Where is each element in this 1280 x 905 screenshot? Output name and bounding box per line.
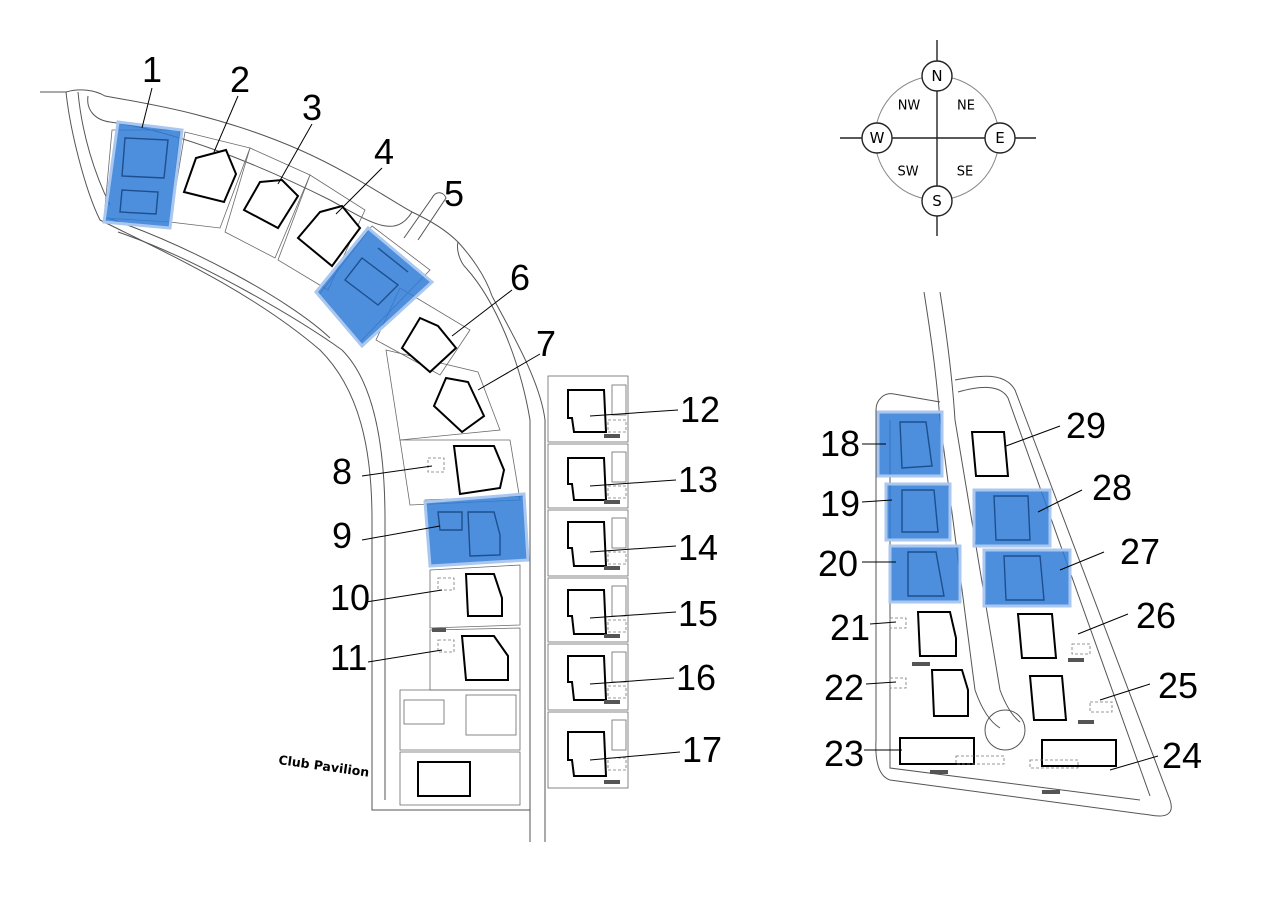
house-7[interactable] bbox=[432, 376, 486, 434]
lot-number-28: 28 bbox=[1092, 467, 1132, 508]
lot-number-21: 21 bbox=[830, 607, 870, 648]
house-23[interactable] bbox=[899, 737, 975, 765]
compass-n-label: N bbox=[931, 67, 942, 85]
club-pavilion-label: Club Pavilion bbox=[278, 752, 371, 780]
lot-number-22: 22 bbox=[824, 667, 864, 708]
compass-se-label: SE bbox=[957, 165, 973, 180]
lot-27-highlight[interactable] bbox=[982, 548, 1072, 608]
lot-number-10: 10 bbox=[330, 577, 370, 618]
lot-number-20: 20 bbox=[818, 543, 858, 584]
house-2[interactable] bbox=[182, 148, 238, 204]
house-15[interactable] bbox=[567, 589, 608, 635]
buildings bbox=[182, 148, 1117, 797]
house-4[interactable] bbox=[296, 204, 362, 268]
lot-number-24: 24 bbox=[1162, 735, 1202, 776]
lot-number-18: 18 bbox=[820, 423, 860, 464]
house-24[interactable] bbox=[1041, 739, 1117, 767]
compass-e-label: E bbox=[995, 129, 1004, 147]
lot-number-26: 26 bbox=[1136, 595, 1176, 636]
lot-number-8: 8 bbox=[332, 451, 352, 492]
plot-outlines-row bbox=[547, 375, 629, 789]
house-29[interactable] bbox=[970, 431, 1010, 477]
lot-number-7: 7 bbox=[536, 323, 556, 364]
house-6[interactable] bbox=[400, 316, 458, 374]
compass-west bbox=[861, 122, 893, 154]
compass-ne-label: NE bbox=[957, 99, 975, 114]
compass-north bbox=[921, 60, 953, 92]
lot-number-6: 6 bbox=[510, 257, 530, 298]
house-21[interactable] bbox=[916, 611, 957, 657]
house-22[interactable] bbox=[930, 669, 969, 717]
compass-s-label: S bbox=[932, 192, 942, 210]
house-10[interactable] bbox=[464, 573, 503, 617]
lot-number-25: 25 bbox=[1158, 665, 1198, 706]
house-12[interactable] bbox=[567, 389, 608, 433]
lot-19-highlight[interactable] bbox=[884, 482, 952, 542]
lot-number-3: 3 bbox=[302, 87, 322, 128]
lot-number-5: 5 bbox=[444, 173, 464, 214]
compass-east bbox=[984, 122, 1016, 154]
lot-number-12: 12 bbox=[680, 389, 720, 430]
site-details bbox=[427, 419, 1113, 794]
lot-20-highlight[interactable] bbox=[888, 544, 962, 604]
lot-number-9: 9 bbox=[332, 515, 352, 556]
lot-number-4: 4 bbox=[374, 131, 394, 172]
lot-number-29: 29 bbox=[1066, 405, 1106, 446]
lot-number-13: 13 bbox=[678, 459, 718, 500]
lot-28-highlight[interactable] bbox=[972, 488, 1052, 548]
lot-number-19: 19 bbox=[820, 483, 860, 524]
lot-number-2: 2 bbox=[230, 59, 250, 100]
house-11[interactable] bbox=[460, 635, 509, 681]
house-26[interactable] bbox=[1016, 613, 1058, 659]
compass-w-label: W bbox=[870, 129, 885, 147]
house-14[interactable] bbox=[567, 521, 608, 567]
compass-south bbox=[921, 185, 953, 217]
lot-number-15: 15 bbox=[678, 593, 718, 634]
house-3[interactable] bbox=[242, 178, 300, 230]
house-25[interactable] bbox=[1028, 675, 1068, 721]
lot-numbers: 1 2 3 4 5 6 7 8 9 10 11 12 13 14 15 16 1… bbox=[142, 49, 1202, 776]
compass-sw-label: SW bbox=[897, 165, 918, 180]
club-pavilion-building[interactable] bbox=[417, 761, 471, 797]
lot-1-highlight[interactable] bbox=[102, 120, 184, 230]
house-13[interactable] bbox=[567, 457, 608, 501]
leader-lines bbox=[141, 87, 1159, 771]
lot-number-14: 14 bbox=[678, 527, 718, 568]
house-8[interactable] bbox=[452, 445, 506, 496]
house-17[interactable] bbox=[567, 731, 608, 777]
lot-number-1: 1 bbox=[142, 49, 162, 90]
lot-number-11: 11 bbox=[330, 637, 367, 678]
compass-rose: N S E W NW NE SW SE bbox=[840, 40, 1036, 236]
lot-number-17: 17 bbox=[682, 729, 722, 770]
house-16[interactable] bbox=[567, 655, 608, 701]
highlighted-lots bbox=[102, 120, 1072, 608]
compass-nw-label: NW bbox=[898, 99, 921, 114]
lot-number-16: 16 bbox=[676, 657, 716, 698]
lot-number-23: 23 bbox=[824, 733, 864, 774]
lot-number-27: 27 bbox=[1120, 531, 1160, 572]
lot-5-highlight[interactable] bbox=[314, 225, 435, 349]
